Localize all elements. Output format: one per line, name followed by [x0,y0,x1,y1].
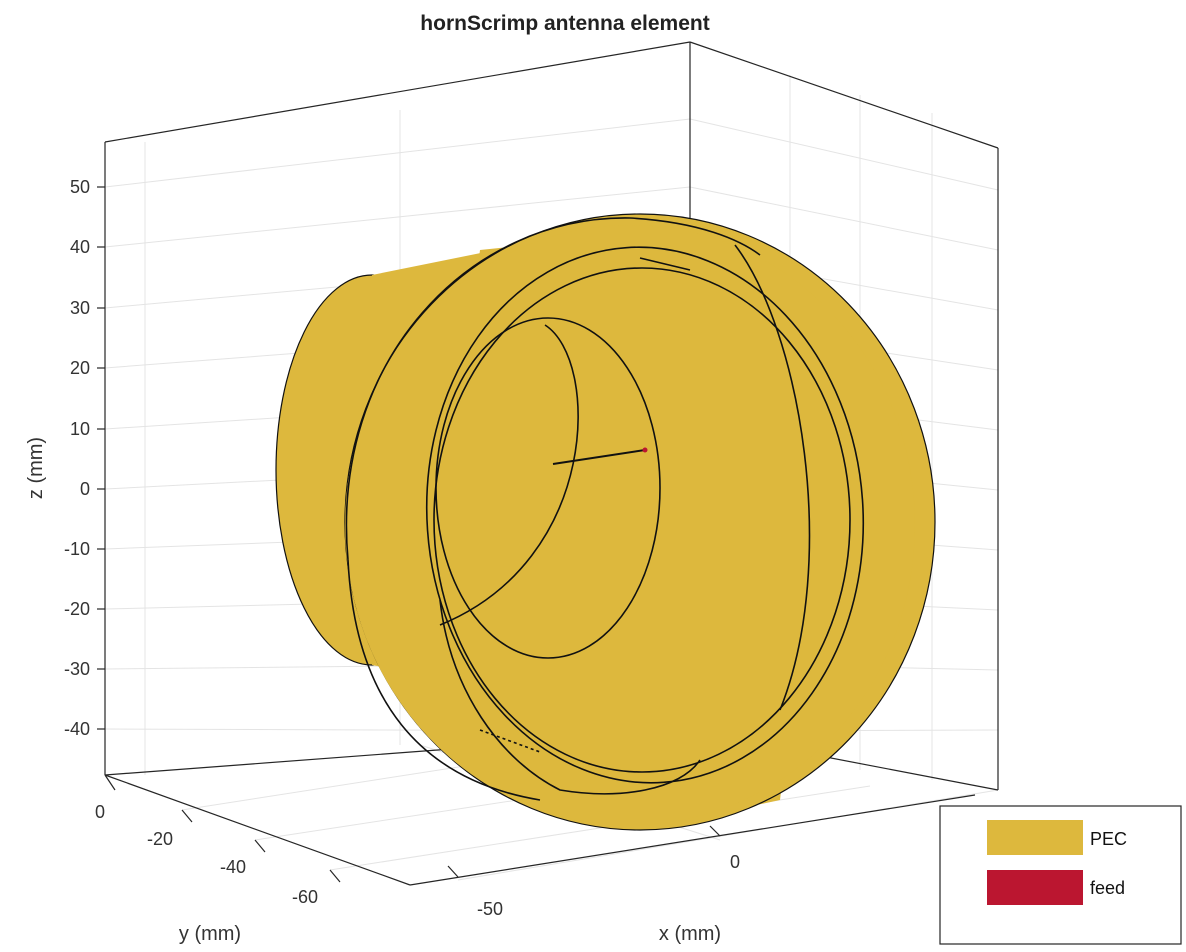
scrimp-ring-left-edge [347,559,541,801]
antenna-model [275,213,936,831]
inner-aperture-circle [433,267,851,773]
feed-point [642,447,648,453]
scrimp-ring-outer-edge [345,217,761,561]
legend-label-pec: PEC [1090,829,1127,849]
bottom-arc-edge [439,599,701,795]
z-tick-label: 40 [70,237,90,257]
legend-label-feed: feed [1090,878,1125,898]
x-tick-label: -50 [477,899,503,919]
x-axis-label: x (mm) [659,923,721,945]
right-arc-edge [734,244,811,711]
y-tick-labels: 0 -20 -40 -60 [95,802,318,907]
y-tick-label: -40 [220,857,246,877]
aperture-ring-2 [425,246,865,784]
legend: PEC feed [939,805,1182,945]
horn-inner-rim [345,225,915,825]
z-tick-label: -10 [64,539,90,559]
x-tick-labels: -50 0 [477,852,740,919]
z-tick-label: -20 [64,599,90,619]
x-tick-label: 0 [730,852,740,872]
throat-circle [435,317,661,659]
z-tick-label: 20 [70,358,90,378]
z-tick-label: -30 [64,659,90,679]
feed-probe [552,449,646,465]
z-axis-label: z (mm) [25,437,47,499]
y-tick-label: 0 [95,802,105,822]
bottom-dash-edge [479,729,541,753]
legend-swatch-feed [987,870,1083,905]
y-tick-label: -20 [147,829,173,849]
y-tick-label: -60 [292,887,318,907]
z-tick-labels: 50 40 30 20 10 0 -10 -20 -30 -40 [64,177,90,739]
inner-back-arc [439,324,579,626]
legend-swatch-pec [987,820,1083,855]
y-tick-marks [104,774,341,883]
y-axis-label: y (mm) [179,923,241,945]
figure-title: hornScrimp antenna element [420,12,709,35]
top-connect-edge [639,257,691,271]
z-tick-marks [97,186,105,730]
z-tick-label: 30 [70,298,90,318]
z-tick-label: 0 [80,479,90,499]
z-tick-label: 50 [70,177,90,197]
x-tick-marks [447,825,721,878]
z-tick-label: -40 [64,719,90,739]
z-tick-label: 10 [70,419,90,439]
